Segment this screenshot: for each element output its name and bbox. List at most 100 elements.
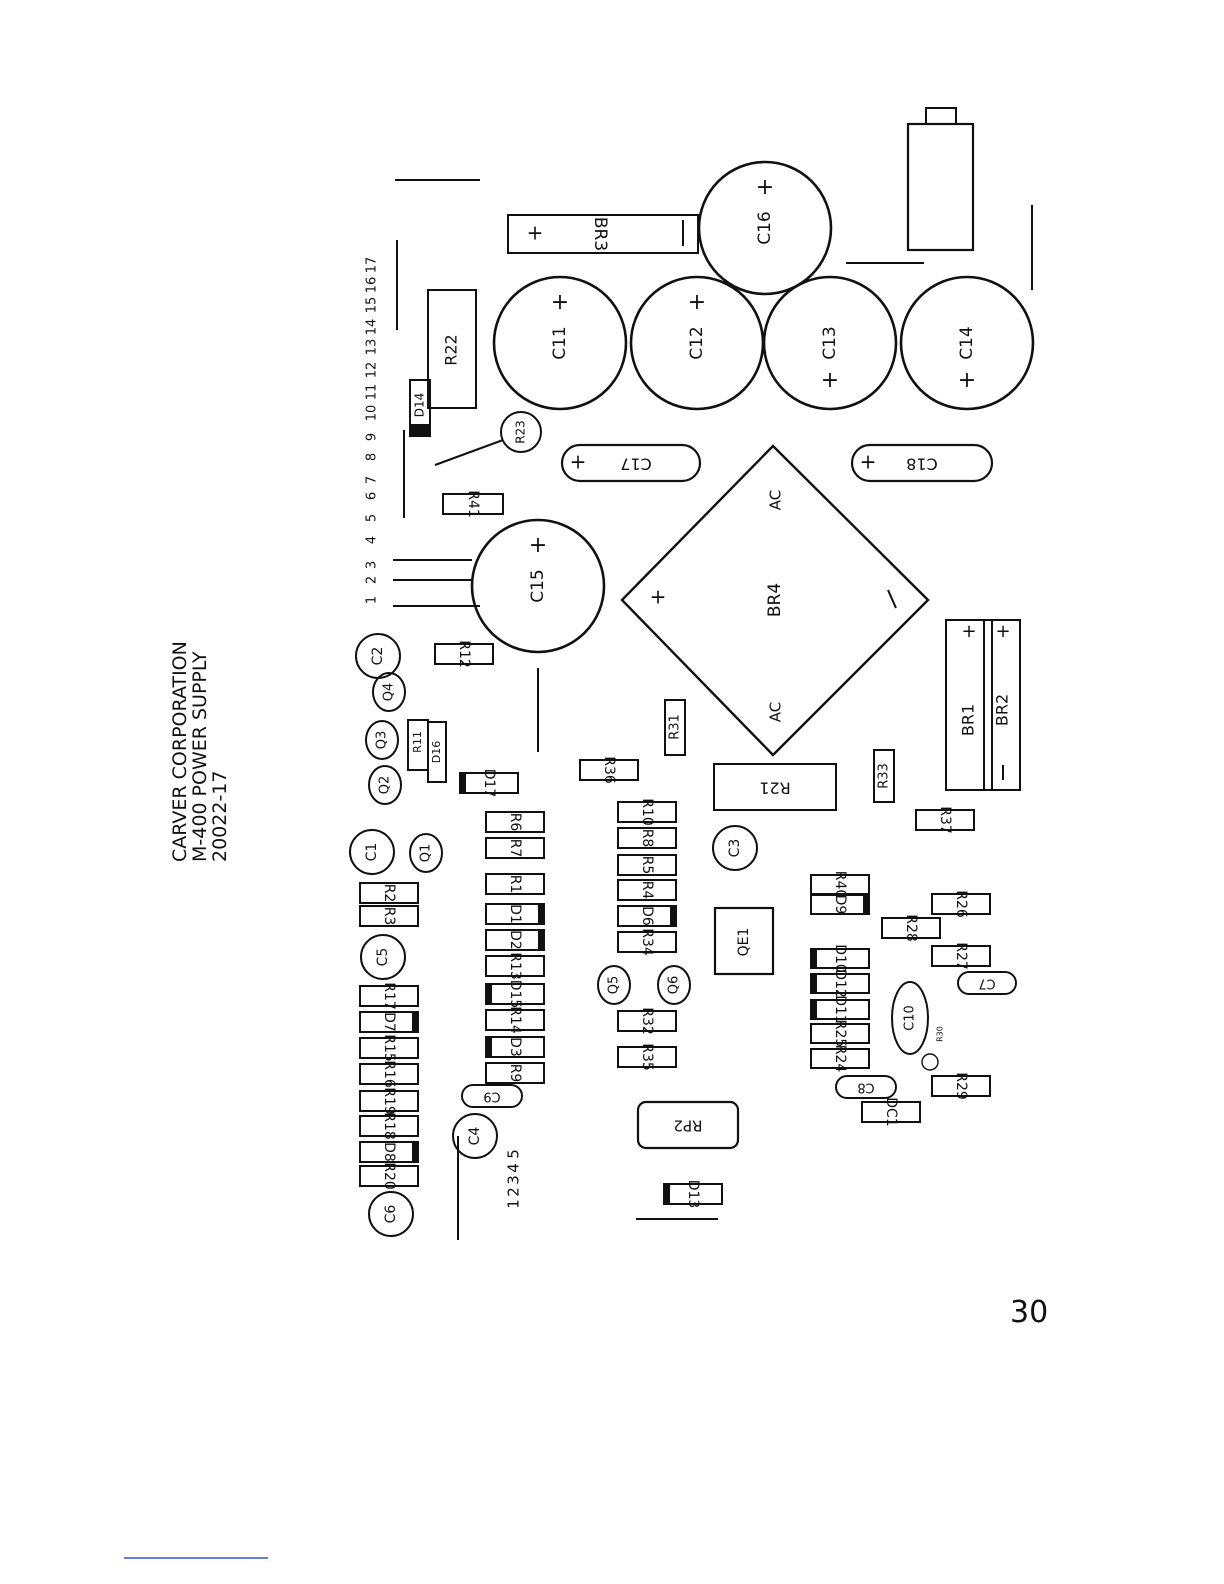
component-r36 bbox=[579, 759, 639, 781]
label-c11: C11 bbox=[550, 326, 570, 360]
label-r1: R1 bbox=[507, 875, 523, 894]
label-r20: R20 bbox=[381, 1162, 397, 1190]
component-r16 bbox=[359, 1063, 419, 1085]
component-r26 bbox=[931, 893, 991, 915]
label-r41: R41 bbox=[465, 490, 481, 518]
label-r11: R11 bbox=[411, 731, 424, 753]
label-r10: R10 bbox=[639, 798, 655, 826]
transistor-q1 bbox=[409, 833, 443, 873]
label-c3: C3 bbox=[727, 839, 743, 858]
title-line-3: 20022-17 bbox=[209, 771, 231, 862]
component-r27 bbox=[931, 945, 991, 967]
header-pin-5: 5 bbox=[365, 514, 380, 522]
capacitor-c3 bbox=[712, 825, 758, 871]
component-r35 bbox=[617, 1046, 677, 1068]
label-q1: Q1 bbox=[419, 844, 434, 863]
bridge-br2 bbox=[983, 619, 1021, 791]
component-r24 bbox=[810, 1048, 870, 1069]
pot-lead bbox=[434, 439, 504, 466]
component-r7 bbox=[485, 837, 545, 859]
component-layer: 1234567891011121314151617C11+C12+C13+C14… bbox=[349, 107, 1035, 1240]
label-r3: R3 bbox=[381, 907, 397, 926]
label-r23: R23 bbox=[514, 420, 528, 444]
polarity-mark: + bbox=[961, 621, 976, 642]
cathode-band bbox=[538, 930, 544, 950]
label-r5: R5 bbox=[639, 856, 655, 875]
component-r41 bbox=[442, 493, 504, 515]
cathode-band bbox=[410, 424, 430, 436]
label-c14: C14 bbox=[957, 326, 977, 360]
polarity-mark: + bbox=[551, 290, 569, 315]
lower-pin-1: 1 bbox=[505, 1199, 523, 1209]
diode-d16 bbox=[427, 721, 447, 783]
resistor-r33 bbox=[873, 749, 895, 803]
component-r6 bbox=[485, 811, 545, 833]
label-q3: Q3 bbox=[375, 731, 390, 750]
connector-tab bbox=[925, 107, 957, 125]
header-pin-16: 16 bbox=[365, 277, 380, 294]
component-r13 bbox=[485, 955, 545, 977]
label-d11: D11 bbox=[832, 995, 848, 1024]
component-r32 bbox=[617, 1010, 677, 1032]
component-r1 bbox=[485, 873, 545, 895]
terminal-ac-bottom: AC bbox=[767, 702, 785, 722]
cathode-band bbox=[486, 1037, 492, 1057]
capacitor-c9 bbox=[461, 1084, 523, 1108]
label-qe1: QE1 bbox=[736, 928, 752, 957]
lower-pin-4: 4 bbox=[505, 1163, 523, 1173]
cathode-band bbox=[460, 773, 466, 793]
label-r27: R27 bbox=[953, 942, 969, 970]
label-c18: C18 bbox=[906, 455, 938, 474]
label-d15: D15 bbox=[507, 980, 523, 1009]
capacitor-c14 bbox=[899, 275, 1035, 411]
component-r19 bbox=[359, 1090, 419, 1112]
header-pin-17: 17 bbox=[365, 257, 380, 274]
capacitor-c5 bbox=[360, 934, 406, 980]
cathode-band bbox=[811, 1000, 817, 1019]
capacitor-c8 bbox=[835, 1075, 897, 1099]
label-r6: R6 bbox=[507, 813, 523, 832]
header-pin-7: 7 bbox=[365, 476, 380, 484]
polarity-mark: + bbox=[756, 175, 774, 200]
component-r5 bbox=[617, 854, 677, 876]
cathode-band bbox=[811, 949, 817, 968]
terminal-minus bbox=[887, 589, 897, 609]
label-d2: D2 bbox=[507, 930, 523, 950]
terminal-ac-top: AC bbox=[767, 490, 785, 510]
cathode-band bbox=[664, 1184, 670, 1204]
relay-rp2 bbox=[636, 1100, 740, 1150]
cathode-band bbox=[863, 895, 869, 914]
label-r30: R30 bbox=[936, 1026, 945, 1042]
polarity-mark: + bbox=[958, 368, 976, 393]
label-d8: D8 bbox=[381, 1142, 397, 1162]
label-c6: C6 bbox=[383, 1205, 399, 1224]
ic-qe1 bbox=[713, 906, 775, 976]
label-r8: R8 bbox=[639, 829, 655, 848]
component-r2 bbox=[359, 882, 419, 904]
label-d14: D14 bbox=[413, 393, 427, 418]
cathode-band bbox=[670, 906, 676, 926]
label-r16: R16 bbox=[381, 1060, 397, 1088]
resistor-r31 bbox=[664, 699, 686, 756]
header-pin-10: 10 bbox=[365, 405, 380, 422]
lower-pin-3: 3 bbox=[505, 1175, 523, 1185]
label-r12: R12 bbox=[456, 640, 472, 668]
label-br1: BR1 bbox=[959, 704, 978, 736]
polarity-mark: + bbox=[688, 290, 706, 315]
label-d16: D16 bbox=[430, 741, 443, 763]
label-q4: Q4 bbox=[382, 683, 397, 702]
capacitor-c7 bbox=[957, 971, 1017, 995]
label-c15: C15 bbox=[528, 569, 548, 603]
capacitor-c4 bbox=[452, 1113, 498, 1159]
label-c16: C16 bbox=[755, 211, 775, 245]
transistor-q4 bbox=[372, 672, 406, 712]
header-pin-12: 12 bbox=[365, 362, 380, 379]
polarity-mark: + bbox=[529, 533, 547, 558]
label-d3: D3 bbox=[507, 1037, 523, 1057]
component-r17 bbox=[359, 985, 419, 1007]
label-r19: R19 bbox=[381, 1087, 397, 1115]
label-d12: D12 bbox=[832, 969, 848, 998]
component-r8 bbox=[617, 827, 677, 849]
cathode-band bbox=[538, 904, 544, 924]
